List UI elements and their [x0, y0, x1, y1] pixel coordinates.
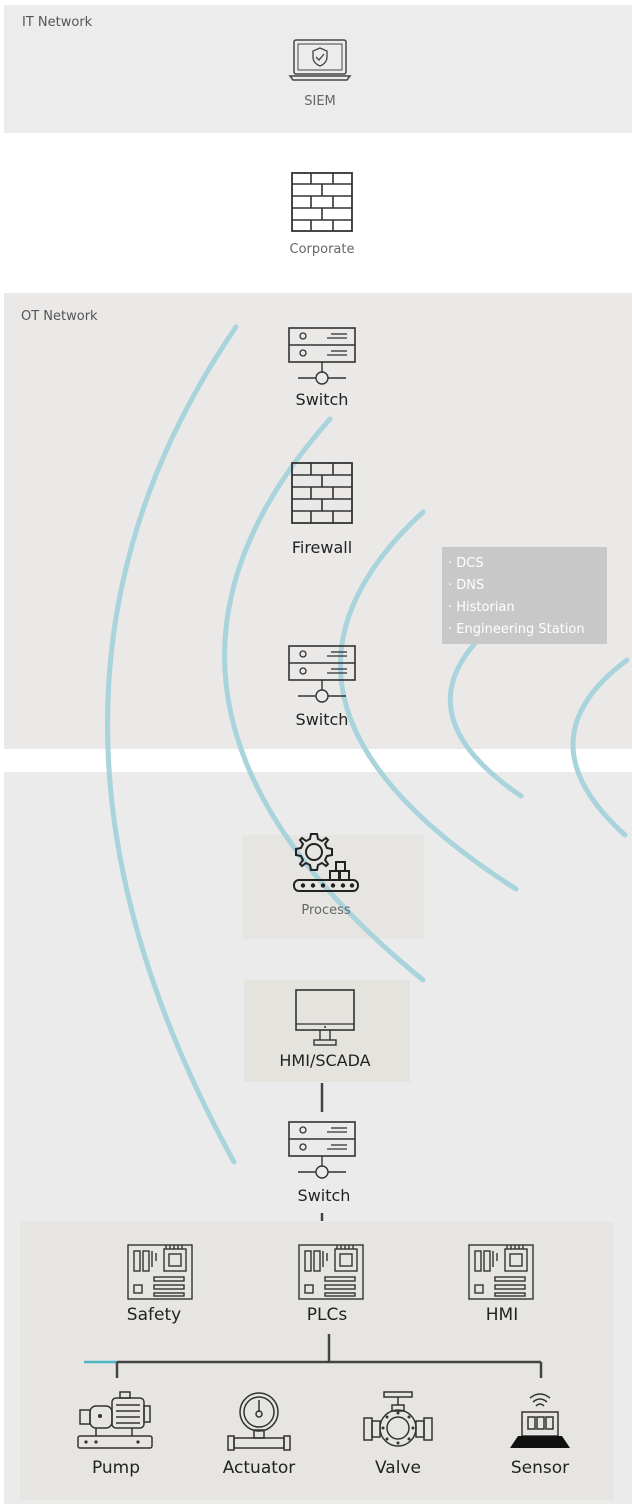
ot-service-item: · Engineering Station	[448, 622, 585, 637]
it-network-zone	[4, 5, 632, 133]
valve-label: Valve	[375, 1458, 421, 1478]
switch-bottom-label: Switch	[297, 1186, 351, 1205]
pump-icon	[77, 1391, 153, 1449]
corporate-firewall-icon	[291, 172, 353, 232]
pump-label: Pump	[91, 1458, 141, 1478]
ot-services-box: · DCS · DNS · Historian · Engineering St…	[442, 547, 607, 644]
plcs-label: PLCs	[306, 1305, 348, 1325]
switch-mid-label: Switch	[295, 710, 349, 729]
valve-icon	[363, 1391, 433, 1447]
gear-conveyor-icon	[293, 833, 359, 892]
sensor-icon	[510, 1393, 570, 1448]
hmi-label: HMI	[485, 1305, 519, 1325]
hmi-scada-label: HMI/SCADA	[279, 1051, 371, 1070]
process-label: Process	[301, 903, 351, 918]
switch-top-icon	[288, 327, 356, 385]
ot-service-item: · DNS	[448, 578, 485, 593]
laptop-shield-icon	[288, 39, 352, 81]
ot-network-label: OT Network	[21, 309, 98, 324]
actuator-gauge-icon	[227, 1392, 291, 1451]
hmi-scada-panel	[244, 980, 410, 1082]
switch-bottom-icon	[288, 1121, 356, 1179]
monitor-icon	[295, 989, 355, 1046]
firewall-label: Firewall	[291, 538, 353, 557]
it-network-label: IT Network	[22, 15, 93, 30]
siem-label: SIEM	[304, 94, 336, 109]
ot-service-item: · DCS	[448, 556, 484, 571]
actuator-label: Actuator	[222, 1458, 296, 1478]
circuit-board-icon	[298, 1244, 364, 1300]
switch-mid-icon	[288, 645, 356, 703]
firewall-icon	[291, 462, 353, 524]
circuit-board-icon	[468, 1244, 534, 1300]
switch-top-label: Switch	[295, 390, 349, 409]
corporate-label: Corporate	[289, 242, 355, 257]
ot-service-item: · Historian	[448, 600, 515, 615]
sensor-label: Sensor	[510, 1458, 570, 1478]
safety-label: Safety	[126, 1305, 182, 1325]
circuit-board-icon	[127, 1244, 193, 1300]
